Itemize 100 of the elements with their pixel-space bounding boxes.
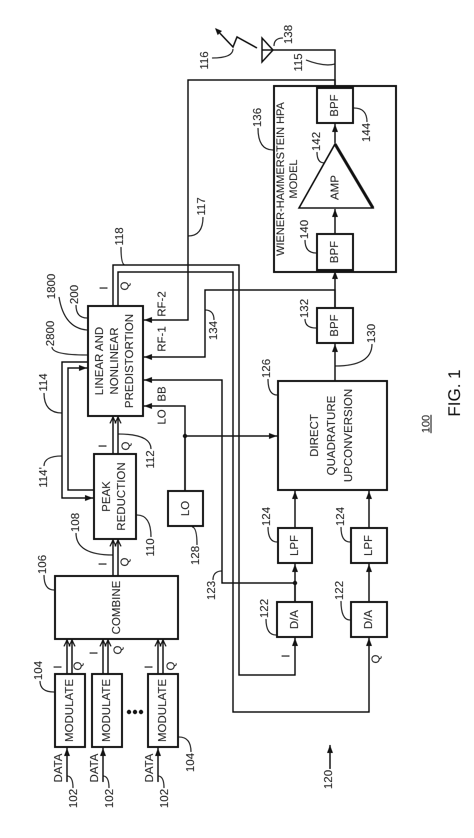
reference-numeral: 144 [361,122,374,143]
process-box: D/A [276,601,313,638]
edge-label: I [98,561,110,567]
leader-line [136,514,152,538]
figure-number: 100 [420,414,434,434]
arrow [63,639,71,673]
reference-numeral: 102 [68,788,81,809]
signal-label: I [282,654,292,658]
leader-line [304,318,316,329]
process-box: LO [167,490,204,527]
reference-numeral: 104 [185,752,198,773]
leader-line [51,346,87,356]
reference-numeral: 128 [190,545,203,566]
reference-numeral: 102 [159,788,172,809]
arrow [292,491,298,527]
signal-label: Q [372,654,382,664]
edge-label: Q [120,556,132,568]
reference-numeral: 102 [104,788,117,809]
leader-line [43,455,62,466]
arrow [327,745,333,769]
reference-numeral: 108 [70,512,83,533]
edge-label: RF-2 [158,290,168,318]
leader-line [354,107,368,122]
leader-line [102,775,110,788]
group-title: WIENER-HAMMERSTEIN HPA MODEL [275,101,300,258]
leader-line [58,296,88,331]
process-box: MODULATE [91,673,123,748]
arrow [144,377,296,601]
edge-label: BB [158,385,168,403]
reference-numeral: 123 [206,580,219,601]
reference-numeral: 126 [261,358,274,379]
leader-line [212,48,234,59]
edge-label: I [54,664,64,670]
leader-line [192,526,198,545]
arrow [366,564,372,601]
leader-line [75,304,88,319]
reference-numeral: 104 [33,660,46,681]
signal-label: DATA [88,750,103,786]
arrow [67,365,93,491]
arrow [61,361,93,501]
amplifier-label: AMP [330,175,342,200]
reference-numeral: 142 [311,131,324,152]
process-box: D/A [350,601,388,638]
process-box: MODULATE [147,673,179,748]
reference-numeral: 140 [299,219,312,240]
arrow [332,209,338,233]
process-box: BPF [316,233,354,271]
reference-numeral: 116 [199,50,212,71]
reference-numeral: 134 [208,320,221,341]
reference-numeral: 132 [299,298,312,319]
edge-label: Q [166,660,178,672]
leader-line [212,570,222,580]
leader-line [43,392,62,414]
arrow [114,539,122,575]
arrow [144,289,336,360]
reference-numeral: 120 [323,769,336,790]
edge-label: I [90,650,100,656]
reference-numeral: 1800 [46,273,59,300]
arrow [104,639,112,673]
leader-line [178,736,192,752]
edge-label: RF-1 [158,325,168,353]
process-box: MODULATE [54,673,86,748]
edge-label: Q [114,644,124,656]
arrow [159,639,167,673]
arrow [99,639,107,673]
process-box: COMBINE [54,575,179,640]
leader-line [265,618,276,636]
reference-numeral: 124 [335,506,348,527]
leader-line [120,247,126,266]
arrow [366,491,372,527]
leader-line [188,216,204,237]
arrow [114,416,122,453]
edge-label: Q [74,660,84,672]
reference-numeral: 138 [283,24,296,45]
process-box: LINEAR AND NONLINEAR PREDISTORTION [87,305,144,417]
reference-numeral: 117 [196,196,209,217]
signal-label: DATA [143,750,158,786]
arrow [64,748,70,782]
arrow [144,79,336,323]
arrow [155,748,161,782]
reference-numeral: 114 [38,372,51,393]
leader-line [304,240,316,254]
leader-line [204,309,215,320]
arrow [184,433,277,490]
reference-numeral: 118 [114,226,127,247]
reference-numeral: 114' [38,466,51,489]
process-box: LPF [277,527,313,564]
arrow [109,539,117,575]
leader-line [158,775,165,788]
reference-numeral: 200 [69,284,82,305]
edge-label: Q [120,280,132,292]
leader-line [306,59,336,66]
reference-numeral: 115 [293,52,306,73]
leader-line [273,37,284,46]
edge-label: I [144,664,156,670]
model-group-box [273,85,397,273]
leader-line [39,680,54,693]
edge-label: LO [158,408,168,426]
arrow [117,271,372,713]
reference-numeral: 110 [145,537,158,558]
